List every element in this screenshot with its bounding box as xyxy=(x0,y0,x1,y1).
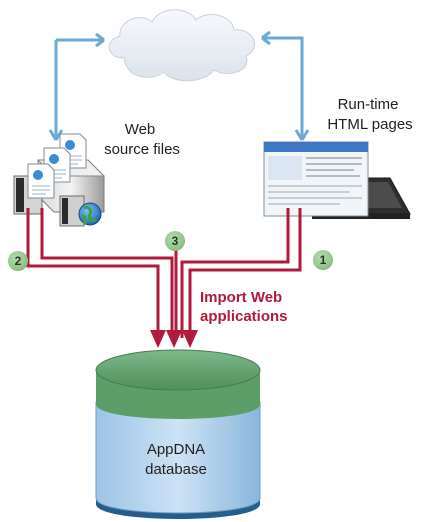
import-web-applications-label: Import Web xyxy=(200,289,283,306)
database-label-line2: database xyxy=(145,461,207,478)
database-icon xyxy=(95,349,261,519)
import-connectors xyxy=(26,208,302,338)
cloud-link-right xyxy=(261,30,310,141)
database-label: AppDNA xyxy=(146,441,206,458)
step-3-badge: 3 xyxy=(165,231,185,251)
runtime-html-pages-label-line2: HTML pages xyxy=(327,116,413,133)
globe-icon xyxy=(78,202,102,226)
step-2-badge: 2 xyxy=(8,251,28,271)
web-source-files-label: Web xyxy=(124,121,156,138)
import-web-applications-label-line2: applications xyxy=(200,308,288,325)
cloud-icon xyxy=(108,9,255,82)
step-1-badge: 1 xyxy=(313,250,333,270)
cloud-link-left xyxy=(48,32,105,141)
document-icon xyxy=(27,133,87,199)
laptop-icon xyxy=(263,141,411,219)
web-source-files-label-line2: source files xyxy=(104,141,180,158)
runtime-html-pages-label: Run-time xyxy=(337,96,399,113)
import-arrowheads xyxy=(150,330,198,348)
